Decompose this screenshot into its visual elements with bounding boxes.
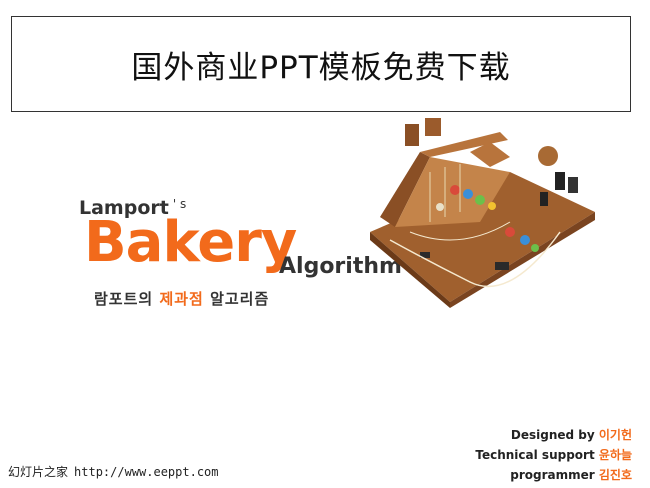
wooden-board-illustration [370,118,595,308]
credit-name: 윤하늘 [598,448,632,462]
credit-line-programmer: programmer 김진호 [475,465,632,485]
credit-name: 김진호 [598,468,632,482]
footer: 幻灯片之家 http://www.eeppt.com [8,463,219,480]
lamport-possessive: ' s [172,197,187,211]
credit-role: programmer [510,468,595,482]
footer-url[interactable]: http://www.eeppt.com [74,465,219,479]
credit-role: Designed by [510,428,595,442]
credit-line-support: Technical support 윤하늘 [475,445,632,465]
title-box: 国外商业PPT模板免费下载 [11,16,631,112]
lamport-label: Lamport' s [79,197,186,219]
korean-suffix: 알고리즘 [210,290,270,308]
credit-line-designer: Designed by 이기헌 [475,425,632,445]
korean-subtitle: 람포트의 제과점 알고리즘 [94,288,269,309]
algorithm-title: Algorithm [279,254,402,279]
korean-prefix: 람포트의 [94,290,154,308]
lamport-text: Lamport [79,197,169,219]
footer-site-name: 幻灯片之家 [8,465,69,479]
credit-name: 이기헌 [598,428,632,442]
bakery-title: Bakery [84,210,297,275]
credit-role: Technical support [475,448,595,462]
credits-block: Designed by 이기헌 Technical support 윤하늘 pr… [475,425,632,485]
korean-accent: 제과점 [159,290,204,308]
page-title: 国外商业PPT模板免费下载 [131,49,511,86]
